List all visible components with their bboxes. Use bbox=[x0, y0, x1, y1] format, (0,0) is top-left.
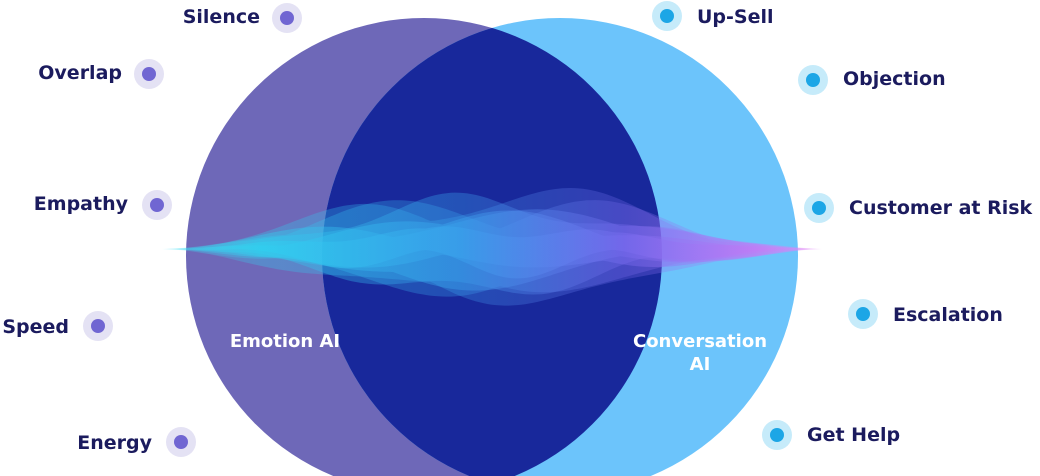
item-empathy-label: Empathy bbox=[33, 193, 128, 215]
item-energy-label: Energy bbox=[77, 432, 152, 454]
item-empathy-dot-icon bbox=[142, 190, 172, 220]
item-customer-at-risk-label: Customer at Risk bbox=[849, 197, 1033, 219]
item-escalation-dot-icon bbox=[848, 299, 878, 329]
item-objection-label: Objection bbox=[843, 68, 946, 90]
item-speed-label: Speed bbox=[2, 316, 69, 338]
item-overlap-dot-icon bbox=[134, 59, 164, 89]
conversation-ai-label: Conversation AI bbox=[632, 331, 768, 376]
item-customer-at-risk-dot-icon bbox=[804, 193, 834, 223]
item-up-sell-label: Up-Sell bbox=[697, 6, 774, 28]
wave-layer bbox=[162, 226, 822, 279]
item-get-help-label: Get Help bbox=[807, 424, 901, 446]
item-escalation-label: Escalation bbox=[893, 304, 1003, 326]
item-energy-dot-icon bbox=[166, 427, 196, 457]
item-get-help-dot-icon bbox=[762, 420, 792, 450]
item-up-sell-dot-icon bbox=[652, 1, 682, 31]
waveform bbox=[162, 188, 822, 306]
item-silence-dot-icon bbox=[272, 3, 302, 33]
item-silence-label: Silence bbox=[182, 6, 260, 28]
item-objection-dot-icon bbox=[798, 65, 828, 95]
item-overlap-label: Overlap bbox=[38, 62, 122, 84]
emotion-ai-label: Emotion AI bbox=[229, 331, 341, 352]
item-speed-dot-icon bbox=[83, 311, 113, 341]
